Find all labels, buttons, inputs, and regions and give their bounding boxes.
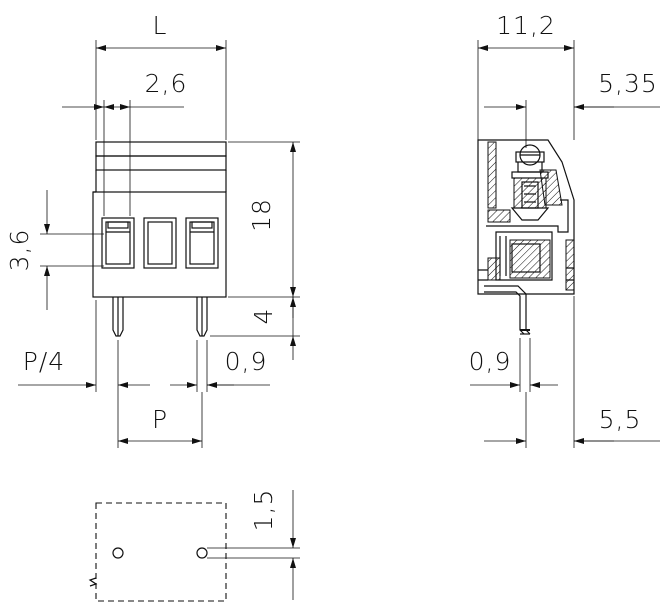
side-pin [484, 285, 531, 335]
footprint-hole-right [196, 547, 208, 559]
front-right-clamp [185, 217, 219, 269]
side-screw [510, 144, 550, 221]
dim-label-0-9-right: 0,9 [469, 347, 512, 376]
footprint-outline [95, 502, 227, 602]
footprint-break-mark [88, 577, 98, 587]
dim-label-L: L [153, 11, 168, 40]
dim-label-p-quarter: P/4 [23, 347, 65, 376]
dim-label-2-6: 2,6 [145, 69, 188, 98]
dim-label-4: 4 [249, 308, 278, 325]
front-top-cap [95, 141, 227, 157]
front-pins [112, 297, 208, 337]
dim-label-P: P [152, 405, 168, 434]
dim-label-1-5: 1,5 [249, 489, 278, 532]
side-clamp-cage [486, 199, 569, 281]
front-body [92, 191, 227, 298]
dim-label-3-6: 3,6 [5, 229, 34, 272]
front-upper-body [95, 155, 227, 171]
footprint-view: 1,5 [88, 489, 300, 602]
front-view: L 2,6 18 4 3,6 P/4 [5, 11, 300, 448]
dim-label-0-9-left: 0,9 [225, 347, 268, 376]
dim-label-5-35: 5,35 [598, 69, 658, 98]
dim-label-11-2: 11,2 [496, 11, 556, 40]
side-view: 11,2 5,35 0,9 5,5 [469, 11, 660, 448]
footprint-hole-left [112, 547, 124, 559]
side-outline [477, 139, 575, 295]
front-left-clamp [101, 217, 135, 269]
dim-label-5-5: 5,5 [599, 405, 642, 434]
front-middle-opening [143, 217, 177, 269]
dim-label-18: 18 [247, 198, 276, 232]
